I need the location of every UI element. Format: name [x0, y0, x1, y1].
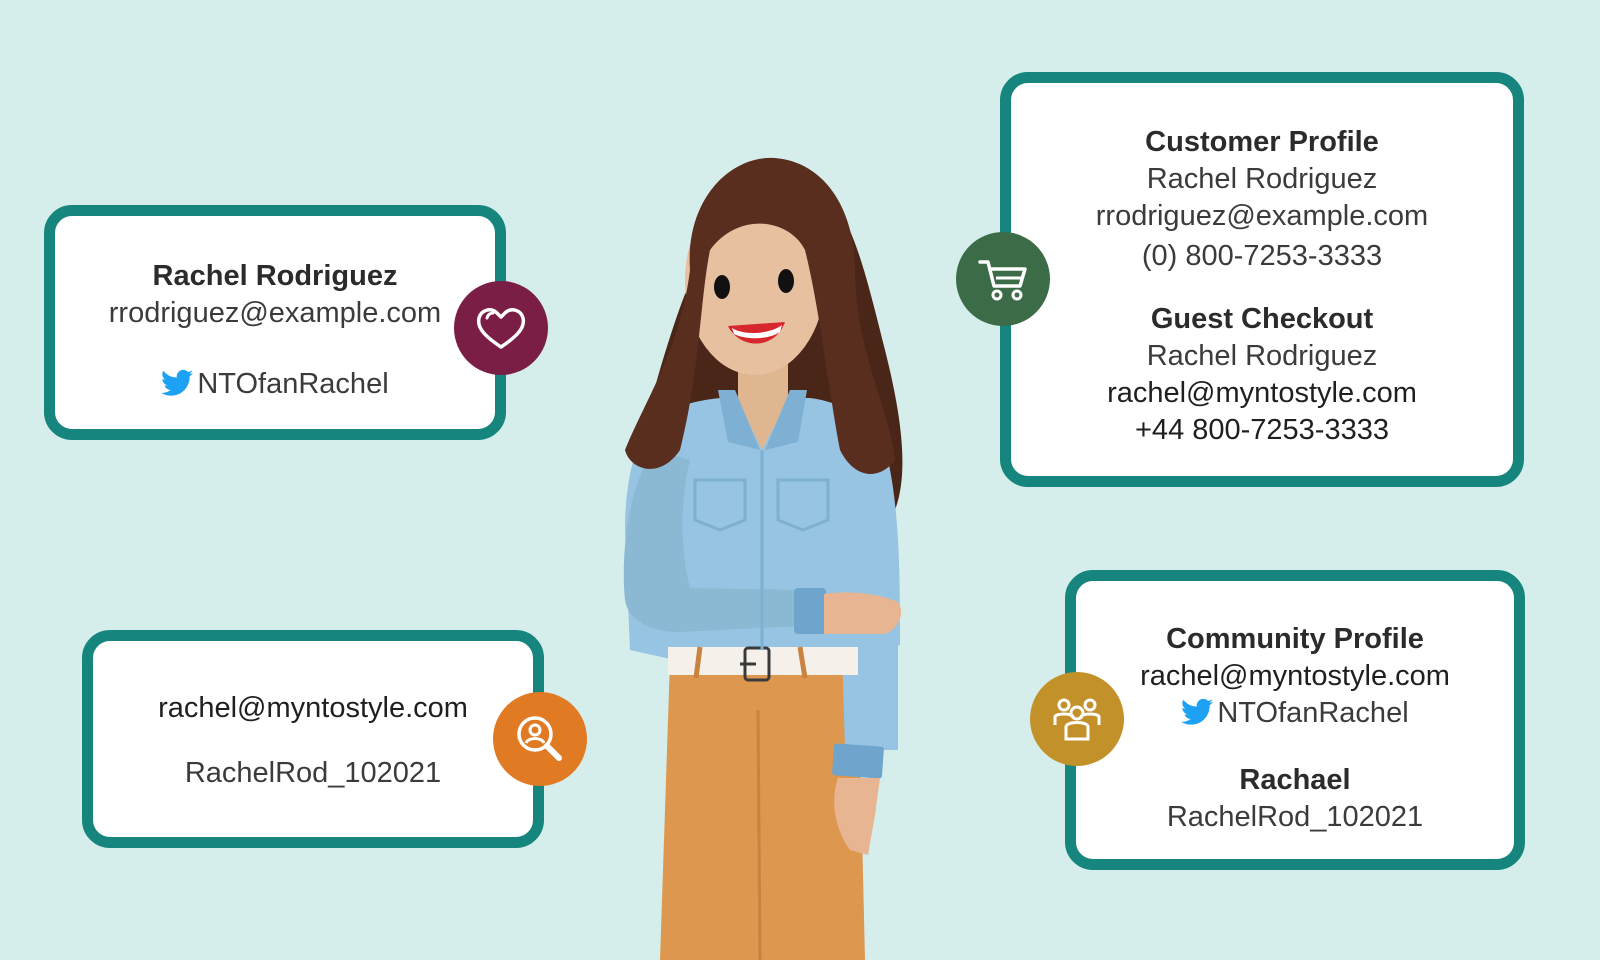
community-email: rachel@myntostyle.com — [1140, 660, 1450, 692]
collar — [718, 390, 760, 450]
community-nickname: Rachael — [1239, 764, 1351, 796]
eye-right — [778, 269, 794, 293]
twitter-icon — [1181, 698, 1214, 736]
customer-profile-card: Customer Profile Rachel Rodriguez rrodri… — [1000, 72, 1524, 487]
customer-phone: (0) 800-7253-3333 — [1141, 240, 1383, 272]
contact-card-login: rachel@myntostyle.com RachelRod_102021 — [82, 630, 544, 848]
twitter-icon — [161, 369, 194, 407]
arm-left — [623, 450, 800, 632]
twitter-handle: NTOfanRachel — [55, 366, 495, 407]
hand-right — [834, 778, 880, 855]
contact-card-social: Rachel Rodriguez rrodriguez@example.com … — [44, 205, 506, 440]
twitter-handle-text: NTOfanRachel — [197, 368, 389, 400]
twitter-handle: NTOfanRachel — [1076, 695, 1514, 736]
hair-front — [625, 157, 895, 474]
guest-phone: +44 800-7253-3333 — [1135, 414, 1389, 446]
pants — [660, 660, 865, 960]
customer-email: rrodriguez@example.com — [1095, 200, 1429, 232]
neck — [738, 360, 788, 450]
heart-icon — [454, 281, 548, 375]
community-profile-card: Community Profile rachel@myntostyle.com … — [1065, 570, 1525, 870]
mouth — [728, 322, 785, 344]
search-person-icon — [493, 692, 587, 786]
community-icon — [1030, 672, 1124, 766]
guest-email: rachel@myntostyle.com — [1107, 377, 1417, 409]
twitter-handle-text: NTOfanRachel — [1217, 697, 1409, 729]
guest-checkout-title: Guest Checkout — [1150, 303, 1374, 335]
community-profile-title: Community Profile — [1166, 623, 1424, 655]
community-username: RachelRod_102021 — [1166, 801, 1424, 833]
guest-name: Rachel Rodriguez — [1146, 340, 1378, 372]
customer-name: Rachel Rodriguez — [1146, 163, 1378, 195]
person-illustration — [623, 157, 903, 960]
eye-left — [714, 275, 730, 299]
customer-profile-title: Customer Profile — [1145, 126, 1379, 158]
card-username: RachelRod_102021 — [184, 757, 442, 789]
card-email: rachel@myntostyle.com — [158, 692, 468, 724]
card-email: rrodriguez@example.com — [108, 297, 442, 329]
hand-left — [824, 592, 902, 634]
cart-icon — [956, 232, 1050, 326]
card-name: Rachel Rodriguez — [152, 260, 398, 292]
